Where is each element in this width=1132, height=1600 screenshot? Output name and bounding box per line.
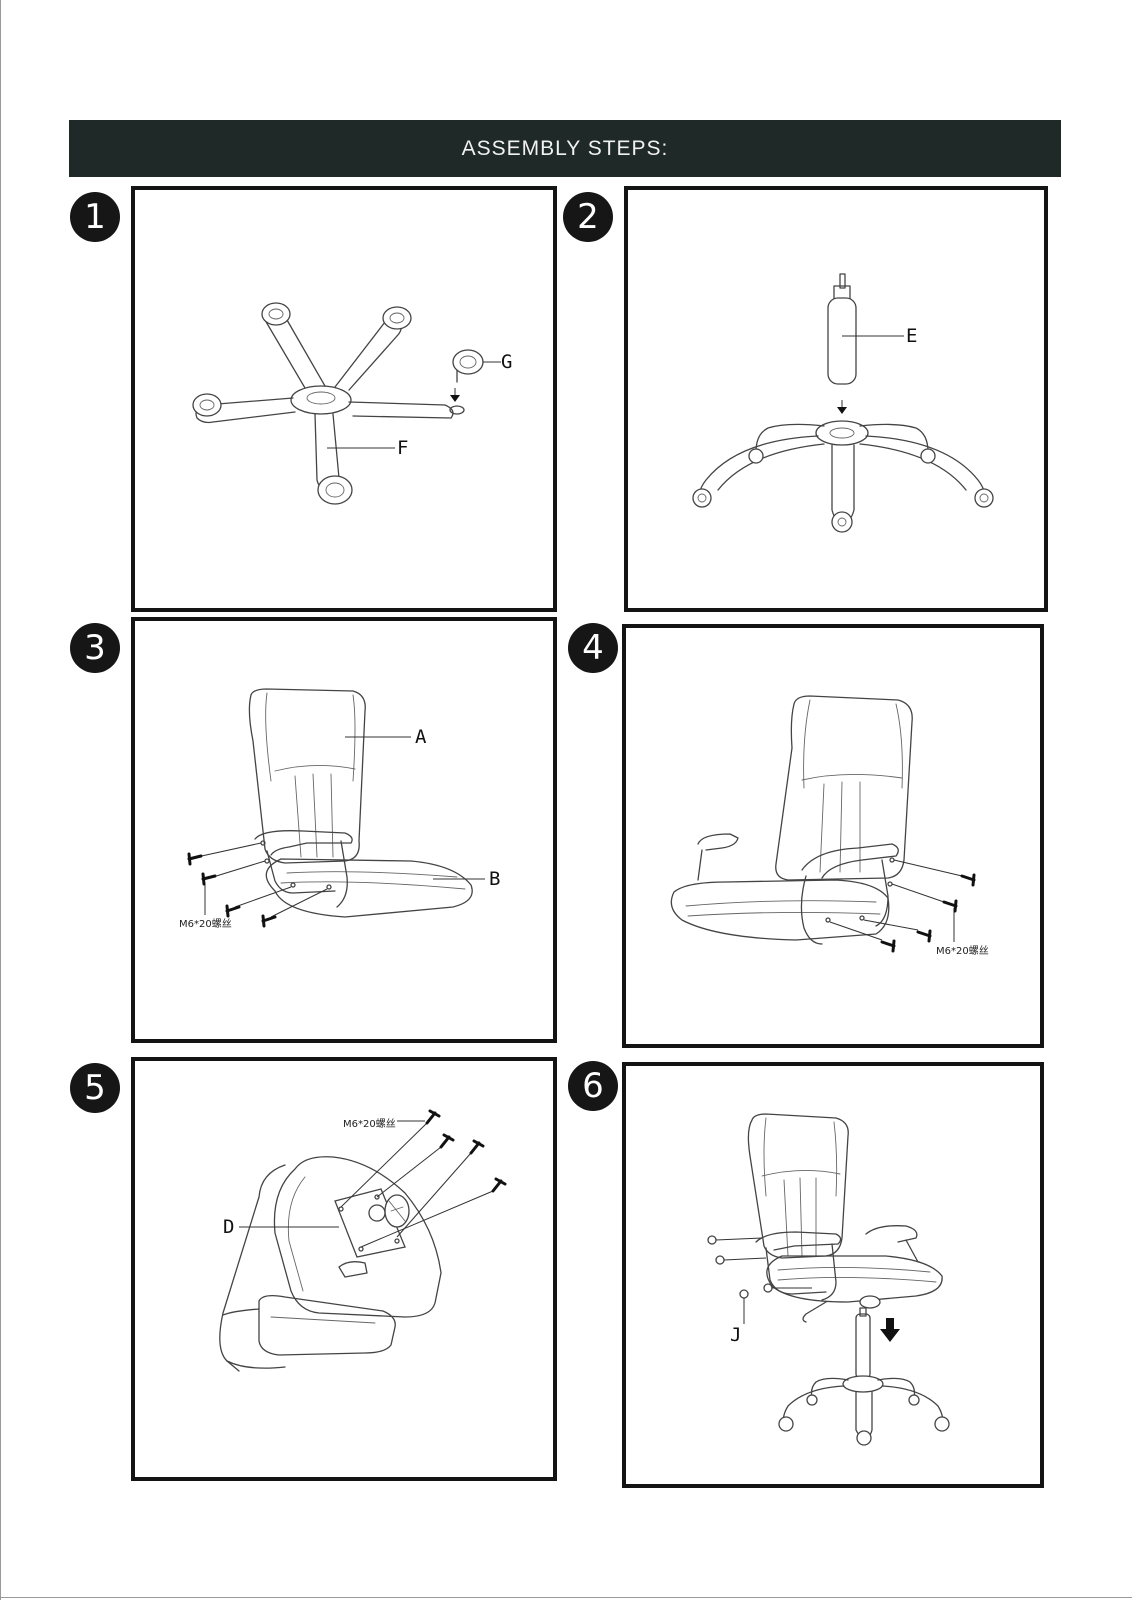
step-5-badge: 5: [70, 1063, 120, 1113]
step-3-panel: A B M6*20螺丝: [131, 617, 557, 1043]
part-label-f: F: [397, 437, 409, 459]
step-4-panel: M6*20螺丝: [622, 624, 1044, 1048]
part-label-j: J: [730, 1324, 742, 1346]
part-label-b: B: [489, 868, 501, 890]
step-4-badge: 4: [568, 623, 618, 673]
chair-base-with-casters-icon: [192, 302, 501, 505]
screw-label: M6*20螺丝: [179, 919, 232, 930]
gas-cylinder-into-base-icon: [692, 273, 994, 533]
step-1-badge: 1: [70, 192, 120, 242]
armrest-screws-left-icon: [187, 688, 485, 928]
step-2-panel: E: [624, 186, 1048, 612]
part-label-d: D: [223, 1216, 235, 1238]
armrest-screws-right-icon: [670, 695, 976, 953]
page-title: ASSEMBLY STEPS:: [461, 136, 669, 160]
screw-label: M6*20螺丝: [936, 946, 989, 957]
part-label-g: G: [501, 351, 513, 373]
seat-onto-base-icon: [707, 1113, 950, 1446]
part-label-a: A: [415, 726, 427, 748]
step-1-panel: G F: [131, 186, 557, 612]
page-edge-left: [0, 0, 1, 1600]
step-3-badge: 3: [70, 623, 120, 673]
step-5-panel: M6*20螺丝 D: [131, 1057, 557, 1481]
step-2-badge: 2: [563, 192, 613, 242]
assembly-steps-header: ASSEMBLY STEPS:: [69, 120, 1061, 177]
seat-mechanism-screws-icon: [219, 1109, 507, 1372]
step-6-badge: 6: [568, 1061, 618, 1111]
screw-label: M6*20螺丝: [343, 1119, 396, 1130]
step-6-panel: J: [622, 1062, 1044, 1488]
part-label-e: E: [906, 325, 918, 347]
page-edge-bottom: [0, 1597, 1132, 1598]
